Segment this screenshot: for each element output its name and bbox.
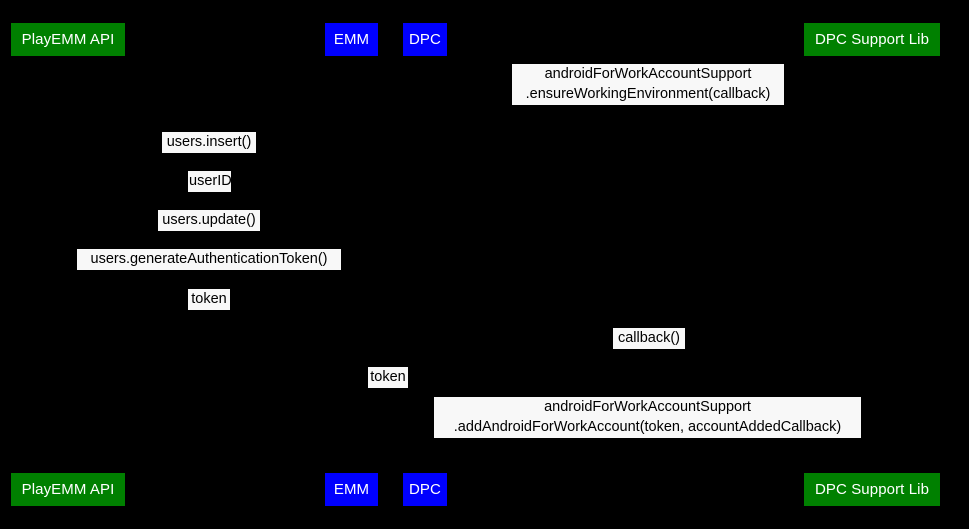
participant-box-emm-top[interactable]: EMM <box>325 23 378 56</box>
lifeline-stem-dpc-support-lib <box>872 56 873 473</box>
message-arrow-generate-authentication-token <box>68 270 351 271</box>
message-line-1: token <box>370 369 406 385</box>
message-line-1: userID <box>189 173 232 189</box>
message-line-1: users.insert() <box>166 134 252 150</box>
message-arrow-users-insert <box>68 153 351 154</box>
participant-box-dpc-support-lib-top[interactable]: DPC Support Lib <box>804 23 940 56</box>
lifeline-stem-playemm-api <box>68 56 69 473</box>
message-label-token-to-dpc: token <box>368 367 408 388</box>
message-line-1: callback() <box>617 330 681 346</box>
message-line-2: .ensureWorkingEnvironment(callback) <box>525 85 771 102</box>
message-label-callback: callback() <box>613 328 685 349</box>
message-line-1: users.generateAuthenticationToken() <box>90 251 328 267</box>
participant-label-emm-top: EMM <box>333 31 370 48</box>
message-arrow-callback <box>425 349 872 350</box>
participant-label-dpc-bottom: DPC <box>409 481 441 498</box>
message-label-userid: userID <box>188 171 232 192</box>
message-arrow-users-update <box>68 231 351 232</box>
message-label-users-update: users.update() <box>158 210 260 231</box>
message-label-add-android-for-work-account: androidForWorkAccountSupport .addAndroid… <box>434 397 861 438</box>
message-label-token-to-emm: token <box>188 289 230 310</box>
message-label-generate-authentication-token: users.generateAuthenticationToken() <box>77 249 341 270</box>
participant-box-dpc-support-lib-bottom[interactable]: DPC Support Lib <box>804 473 940 506</box>
message-line-1: users.update() <box>162 212 256 228</box>
participant-label-playemm-api-bottom: PlayEMM API <box>21 481 115 498</box>
lifeline-stem-emm <box>351 56 352 473</box>
message-arrow-token-to-emm <box>68 310 351 311</box>
message-line-1: androidForWorkAccountSupport <box>544 66 752 82</box>
message-line-2: .addAndroidForWorkAccount(token, account… <box>453 418 842 435</box>
participant-box-playemm-api-bottom[interactable]: PlayEMM API <box>11 473 125 506</box>
participant-label-dpc-support-lib-top: DPC Support Lib <box>814 31 930 48</box>
participant-label-emm-bottom: EMM <box>333 481 370 498</box>
participant-box-dpc-bottom[interactable]: DPC <box>403 473 447 506</box>
message-label-users-insert: users.insert() <box>162 132 256 153</box>
message-arrow-userid <box>68 192 351 193</box>
message-line-1: token <box>191 291 227 307</box>
participant-label-dpc-top: DPC <box>409 31 441 48</box>
lifeline-stem-dpc <box>425 56 426 473</box>
participant-label-playemm-api-top: PlayEMM API <box>21 31 115 48</box>
participant-label-dpc-support-lib-bottom: DPC Support Lib <box>814 481 930 498</box>
participant-box-dpc-top[interactable]: DPC <box>403 23 447 56</box>
participant-box-emm-bottom[interactable]: EMM <box>325 473 378 506</box>
participant-box-playemm-api-top[interactable]: PlayEMM API <box>11 23 125 56</box>
message-arrow-token-to-dpc <box>351 388 425 389</box>
message-line-1: androidForWorkAccountSupport <box>544 399 751 415</box>
message-label-ensure-working-environment: androidForWorkAccountSupport .ensureWork… <box>512 64 784 105</box>
